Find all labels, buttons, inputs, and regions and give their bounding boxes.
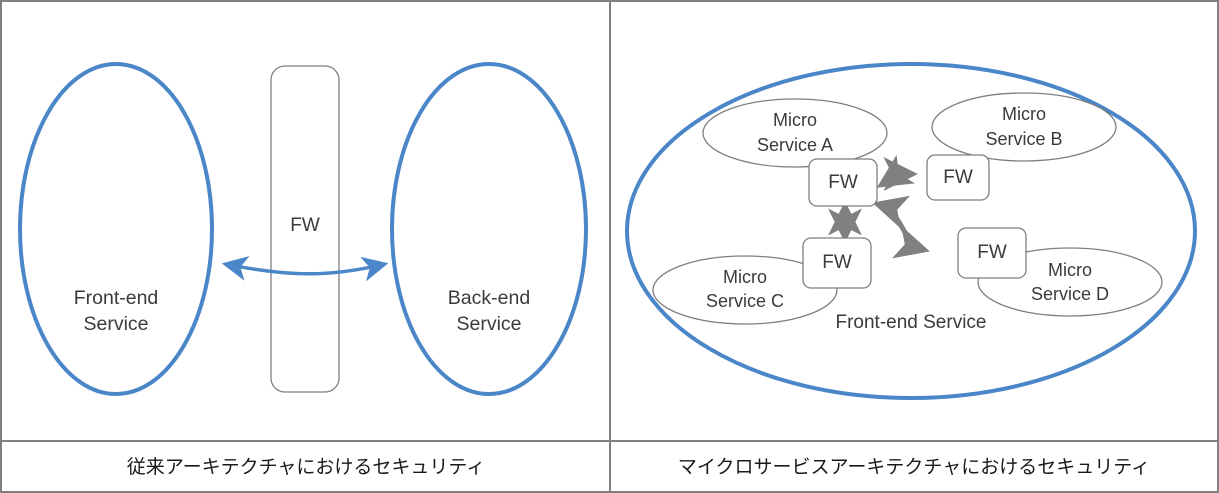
micro-service-a-label-line2: Service A <box>757 135 833 155</box>
backend-service-ellipse <box>390 62 588 396</box>
micro-service-b-firewall-label: FW <box>943 167 973 188</box>
frontend-service-ellipse <box>18 62 214 396</box>
micro-service-d-firewall-box <box>957 227 1027 279</box>
frontend-service-label-line1: Front-end <box>74 287 159 309</box>
left-firewall-box <box>270 65 340 393</box>
left-panel: Front-end Service Back-end Service FW <box>18 62 588 396</box>
micro-service-c-firewall[interactable]: FW <box>802 237 872 289</box>
micro-service-c-label-line2: Service C <box>706 291 784 311</box>
micro-service-d-firewall[interactable]: FW <box>957 227 1027 279</box>
micro-service-a-ellipse <box>702 98 888 168</box>
left-firewall-node[interactable]: FW <box>270 65 340 393</box>
backend-service-node[interactable]: Back-end Service <box>390 62 588 396</box>
backend-service-label-line2: Service <box>456 313 521 335</box>
micro-service-d-label-line1: Micro <box>1048 260 1092 280</box>
micro-service-c-firewall-label: FW <box>822 252 852 273</box>
micro-service-b-label-line1: Micro <box>1002 104 1046 124</box>
right-panel-caption: マイクロサービスアーキテクチャにおけるセキュリティ <box>678 456 1150 478</box>
frontend-service-label-line2: Service <box>83 313 148 335</box>
micro-service-c-label-line1: Micro <box>723 267 767 287</box>
backend-service-label-line1: Back-end <box>448 287 530 309</box>
right-panel: Micro Service A Micro Service B Micro Se… <box>625 62 1197 400</box>
micro-service-a-firewall-box <box>808 158 878 207</box>
micro-service-b-node[interactable]: Micro Service B <box>931 92 1117 162</box>
frontend-service-node[interactable]: Front-end Service <box>18 62 214 396</box>
connector-a-d <box>872 195 930 259</box>
frontend-service-boundary-label: Front-end Service <box>835 312 986 333</box>
micro-service-b-ellipse <box>931 92 1117 162</box>
micro-service-b-firewall-box <box>926 154 990 201</box>
micro-service-a-firewall-label: FW <box>828 172 858 193</box>
micro-service-a-label-line1: Micro <box>773 110 817 130</box>
micro-service-c-ellipse <box>652 255 838 325</box>
left-panel-caption: 従来アーキテクチャにおけるセキュリティ <box>127 456 486 478</box>
left-firewall-label: FW <box>290 215 320 236</box>
micro-service-b-label-line2: Service B <box>985 129 1062 149</box>
micro-service-c-firewall-box <box>802 237 872 289</box>
micro-service-a-firewall[interactable]: FW <box>808 158 878 207</box>
micro-service-d-firewall-label: FW <box>977 242 1007 263</box>
micro-service-b-firewall[interactable]: FW <box>926 154 990 201</box>
frontend-backend-connector <box>221 256 389 282</box>
micro-service-a-node[interactable]: Micro Service A <box>702 98 888 168</box>
micro-service-c-node[interactable]: Micro Service C <box>652 255 838 325</box>
connector-a-b <box>876 154 918 192</box>
micro-service-d-label-line2: Service D <box>1031 284 1109 304</box>
